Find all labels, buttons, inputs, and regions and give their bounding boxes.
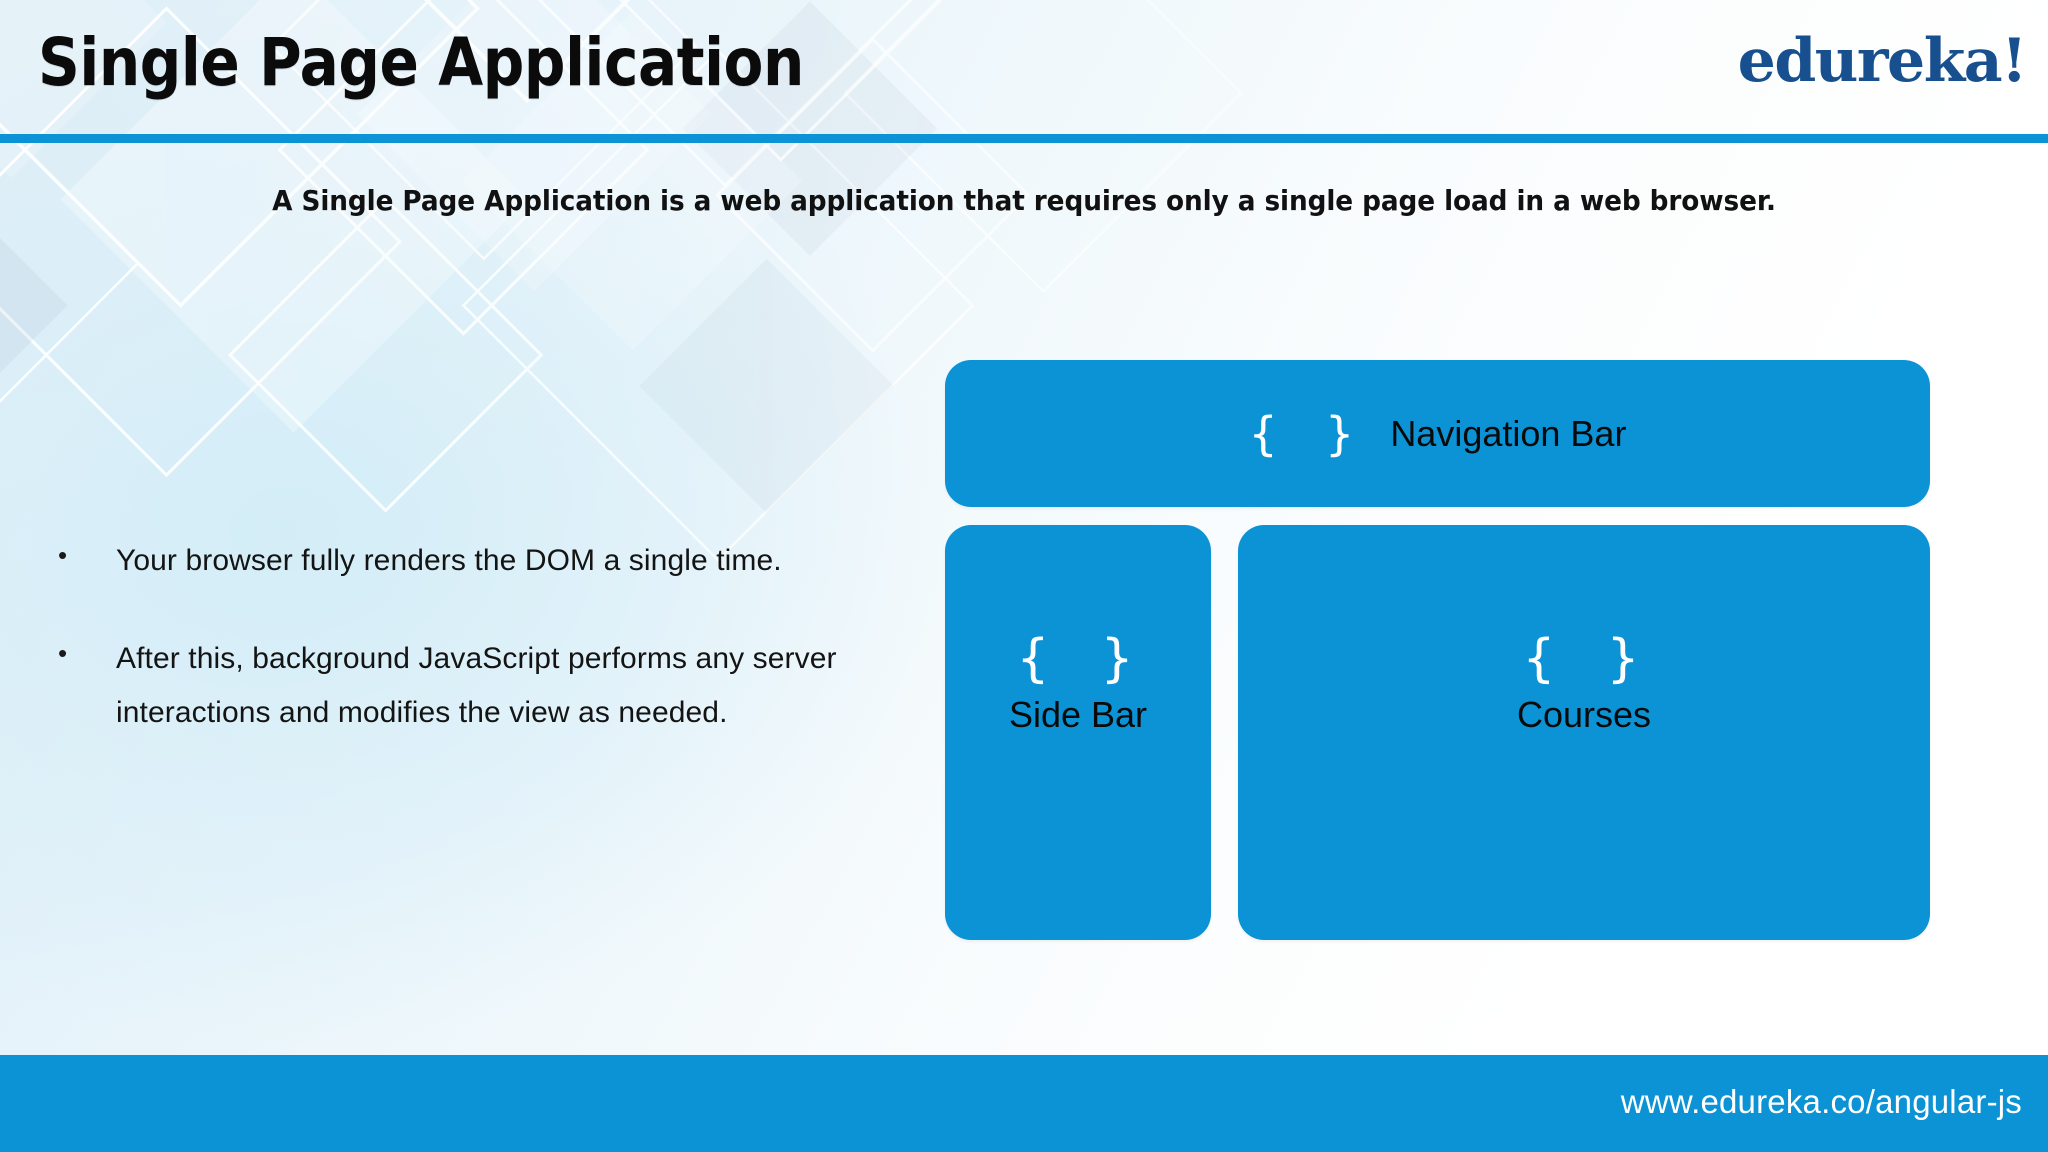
curly-braces-icon: { } bbox=[1248, 406, 1361, 461]
bullet-point-icon: • bbox=[58, 540, 68, 570]
navigation-bar-label: Navigation Bar bbox=[1390, 412, 1627, 454]
bullet-list: • Your browser fully renders the DOM a s… bbox=[52, 534, 872, 784]
courses-panel: { } Courses bbox=[1238, 525, 1930, 940]
edureka-logo: edureka! bbox=[1737, 26, 2028, 96]
navigation-bar-panel: { } Navigation Bar bbox=[945, 360, 1930, 507]
courses-label: Courses bbox=[1516, 694, 1652, 735]
bullet-point-icon: • bbox=[58, 638, 68, 668]
lead-statement: A Single Page Application is a web appli… bbox=[272, 184, 1776, 217]
list-item: • Your browser fully renders the DOM a s… bbox=[52, 534, 872, 588]
curly-braces-icon: { } bbox=[1016, 629, 1140, 689]
header-divider bbox=[0, 134, 2048, 143]
page-title: Single Page Application bbox=[38, 24, 804, 101]
bullet-text: Your browser fully renders the DOM a sin… bbox=[116, 544, 782, 577]
spa-layout-diagram: { } Navigation Bar { } Side Bar { } Cour… bbox=[945, 360, 1930, 940]
slide-footer: www.edureka.co/angular-js bbox=[0, 1055, 2048, 1152]
curly-braces-icon: { } bbox=[1522, 629, 1646, 689]
list-item: • After this, background JavaScript perf… bbox=[52, 632, 872, 740]
side-bar-label: Side Bar bbox=[1008, 694, 1148, 735]
footer-url-link[interactable]: www.edureka.co/angular-js bbox=[1620, 1083, 2022, 1120]
bullet-text: After this, background JavaScript perfor… bbox=[116, 642, 837, 729]
slide-header: Single Page Application edureka! bbox=[0, 0, 2048, 134]
side-bar-panel: { } Side Bar bbox=[945, 525, 1211, 940]
